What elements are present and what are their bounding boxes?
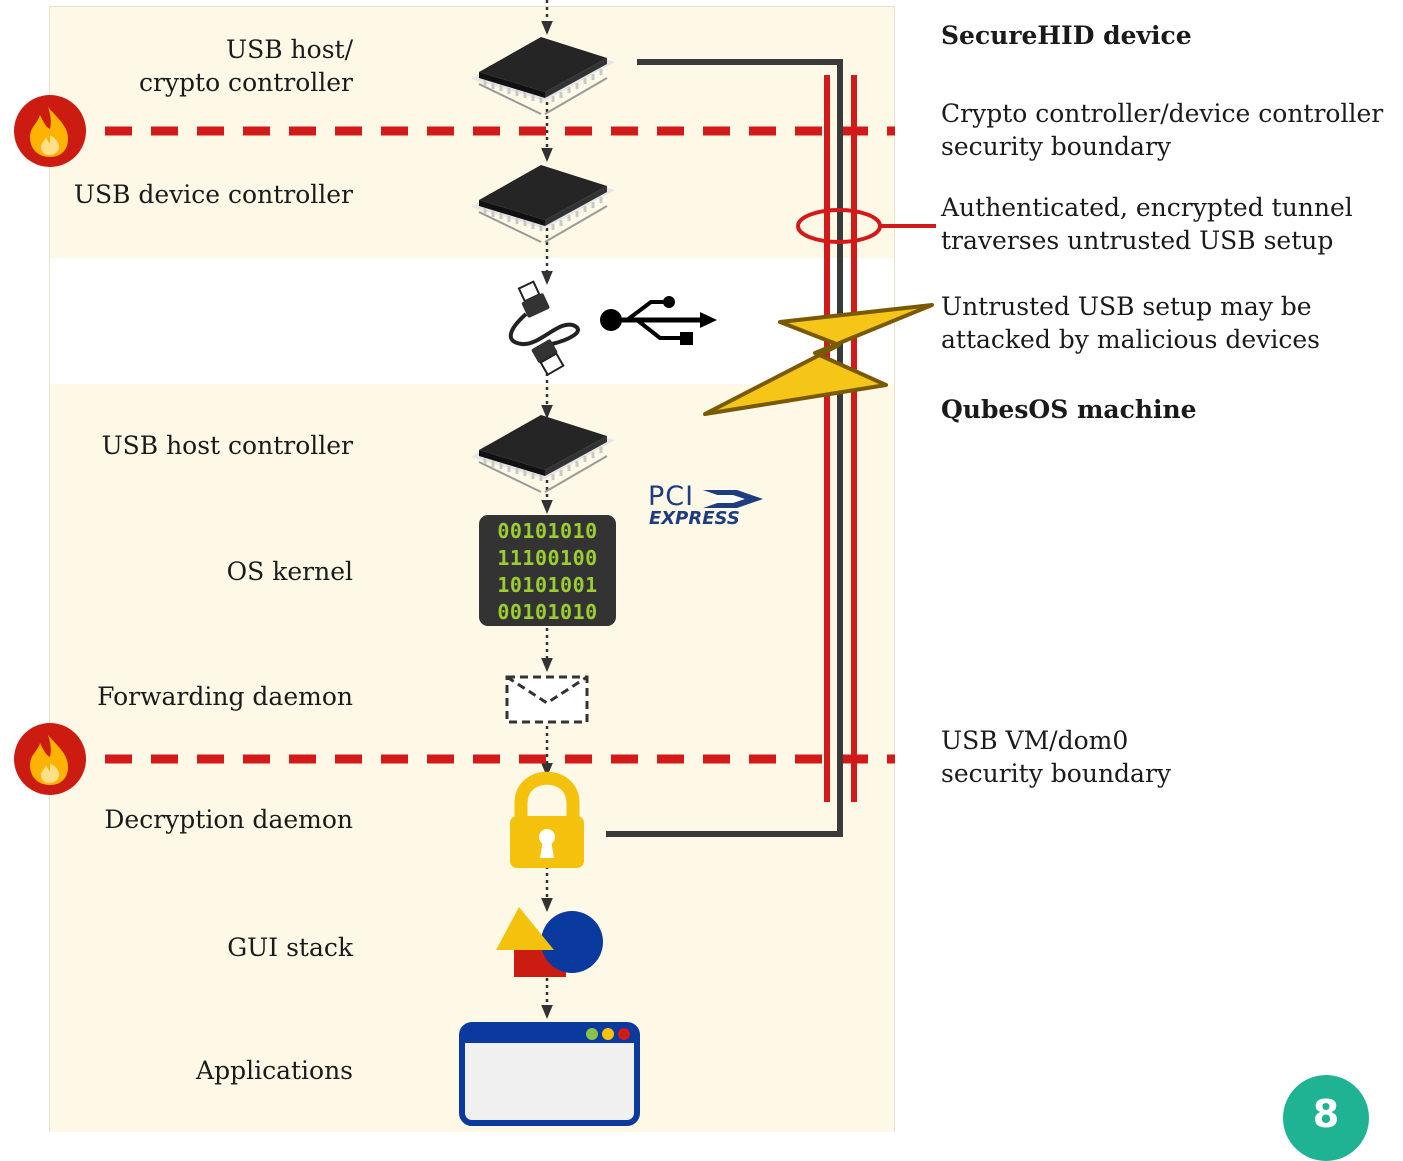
pcie-chevron-icon xyxy=(703,490,763,508)
shapes-icon xyxy=(496,907,603,977)
stage-label-usb-host-crypto: USB host/ crypto controller xyxy=(139,33,353,99)
stage-label-applications: Applications xyxy=(196,1056,353,1085)
pcie-logo-top: PCI xyxy=(648,481,695,512)
note-line: Untrusted USB setup may be xyxy=(941,292,1312,321)
page-number-badge: 8 xyxy=(1283,1075,1369,1161)
chip-icon-device-controller xyxy=(469,163,617,244)
note-line: security boundary xyxy=(941,132,1172,161)
lightning-icon xyxy=(703,303,934,416)
diagram-canvas xyxy=(14,0,936,1126)
padlock-icon xyxy=(510,771,584,868)
stage-label-decryption-daemon: Decryption daemon xyxy=(104,805,353,834)
note-tunnel: Authenticated, encrypted tunnel traverse… xyxy=(941,191,1353,257)
usb-setup-region xyxy=(49,258,895,384)
stage-label-gui-stack: GUI stack xyxy=(227,933,353,962)
note-line: Crypto controller/device controller xyxy=(941,99,1384,128)
binary-line: 00101010 xyxy=(497,519,598,543)
pcie-logo-bottom: EXPRESS xyxy=(649,508,740,529)
usb-symbol-icon xyxy=(600,296,717,345)
stage-label-os-kernel: OS kernel xyxy=(226,557,353,586)
stage-label-forwarding-daemon: Forwarding daemon xyxy=(97,682,353,711)
stage-label-line: crypto controller xyxy=(138,68,353,97)
chip-icon-host-controller xyxy=(469,413,617,494)
chip-icon-crypto-controller xyxy=(469,35,617,116)
note-crypto-boundary: Crypto controller/device controller secu… xyxy=(941,97,1383,163)
note-line: attacked by malicious devices xyxy=(941,325,1320,354)
app-window-icon xyxy=(459,1022,640,1126)
note-line: traverses untrusted USB setup xyxy=(941,226,1334,255)
note-securehid-device: SecureHID device xyxy=(941,21,1192,50)
stage-label-line: USB host/ xyxy=(226,35,353,64)
usb-cable-icon xyxy=(508,280,580,377)
note-line: security boundary xyxy=(941,759,1172,788)
binary-line: 00101010 xyxy=(497,600,598,624)
fire-icon-top xyxy=(14,95,86,167)
note-untrusted-usb: Untrusted USB setup may be attacked by m… xyxy=(941,290,1320,356)
stage-label-usb-device-controller: USB device controller xyxy=(73,180,353,209)
binary-icon: 00101010 11100100 10101001 00101010 xyxy=(479,515,616,626)
note-usbvm-boundary: USB VM/dom0 security boundary xyxy=(941,724,1171,790)
note-line: Authenticated, encrypted tunnel xyxy=(941,193,1353,222)
binary-line: 10101001 xyxy=(497,573,598,597)
note-qubes-machine: QubesOS machine xyxy=(941,395,1197,424)
pcie-logo: PCI EXPRESS xyxy=(648,482,778,532)
binary-line: 11100100 xyxy=(497,546,598,570)
stage-label-usb-host-controller: USB host controller xyxy=(101,431,353,460)
encrypted-tunnel xyxy=(606,59,857,837)
fire-icon-bottom xyxy=(14,723,86,795)
envelope-icon xyxy=(505,675,589,724)
note-line: USB VM/dom0 xyxy=(941,726,1129,755)
